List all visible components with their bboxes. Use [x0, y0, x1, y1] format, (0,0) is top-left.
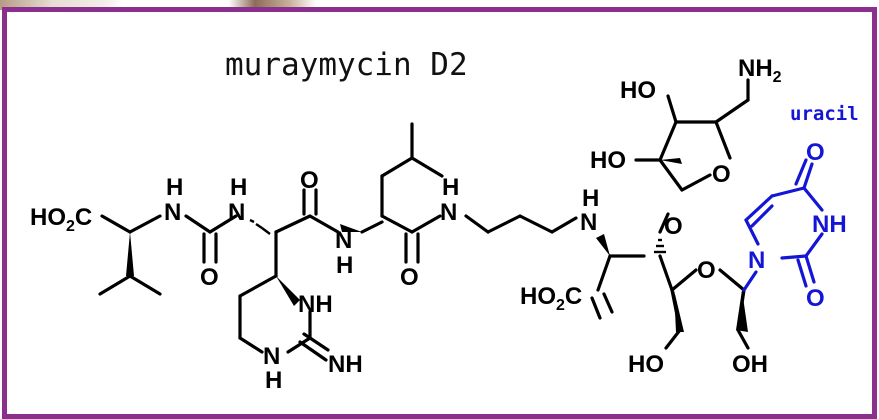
ring-n-bottom: N	[263, 343, 280, 370]
urea-n1-h: H	[166, 174, 183, 201]
sugar-top-ho2: HO	[590, 147, 626, 174]
urea-o: O	[200, 264, 219, 291]
amide1-o: O	[300, 167, 319, 194]
uracil-nh: NH	[812, 211, 847, 238]
uracil-n1: N	[748, 247, 765, 274]
uracil-annotation: uracil	[790, 103, 859, 125]
purple-frame	[2, 7, 877, 419]
ribose-ho1: HO	[628, 351, 664, 378]
sugar-top-ring-o: O	[712, 161, 731, 188]
amide2-h: H	[442, 174, 459, 201]
ether-o: O	[664, 213, 683, 240]
amide2-n: N	[440, 199, 457, 226]
ho2c-mid: HO2C	[520, 283, 582, 314]
ring-nh-top: NH	[298, 291, 333, 318]
imine-nh: NH	[328, 351, 363, 378]
uracil-o-bottom: O	[806, 285, 825, 312]
amide1-h: H	[336, 252, 353, 279]
amine-n: N	[580, 209, 597, 236]
uracil-o-top: O	[806, 139, 825, 166]
amine-h: H	[582, 185, 599, 212]
urea-n2-h: H	[230, 174, 247, 201]
uracil-group	[742, 158, 824, 292]
urea-n1: N	[164, 199, 181, 226]
urea-n2: N	[228, 199, 245, 226]
stereo-bonds	[126, 158, 748, 332]
ho2c-left: HO2C	[30, 204, 92, 235]
photo-strip	[0, 0, 879, 10]
nh2-label: NH2	[738, 55, 782, 86]
ring-n-bottom-h: H	[265, 367, 282, 394]
compound-title: muraymycin D2	[225, 47, 468, 83]
amide1-n: N	[335, 227, 352, 254]
atom-labels: HO2C N H O N H O N H O N H NH N H NH N H…	[30, 55, 847, 394]
amide2-o: O	[400, 264, 419, 291]
bonds	[98, 78, 750, 362]
ribose-ring-o: O	[697, 257, 716, 284]
ribose-oh2: OH	[732, 351, 768, 378]
sugar-top-ho1: HO	[620, 77, 656, 104]
